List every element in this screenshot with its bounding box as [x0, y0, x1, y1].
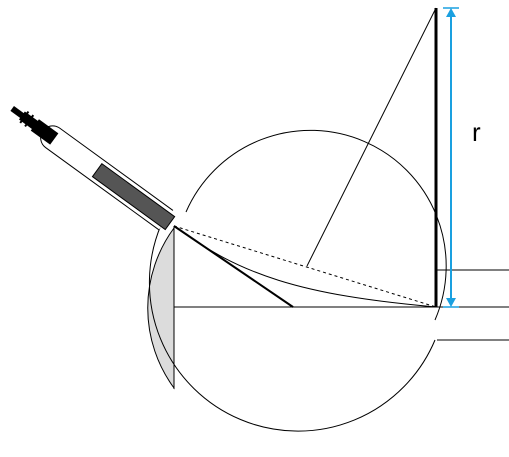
probe-cap: [30, 119, 59, 145]
circular-vessel-lower: [148, 224, 436, 432]
probe-pin: [10, 106, 26, 120]
dashed-line: [173, 225, 437, 308]
straight-deflected-line: [173, 225, 294, 308]
radius-label: r: [472, 117, 481, 147]
shaded-segment: [147, 226, 175, 390]
probe-body: [91, 162, 176, 231]
diagonal-line: [306, 7, 437, 267]
circular-vessel: [185, 129, 447, 321]
radius-arrow: [443, 7, 459, 308]
probe: [10, 106, 176, 231]
